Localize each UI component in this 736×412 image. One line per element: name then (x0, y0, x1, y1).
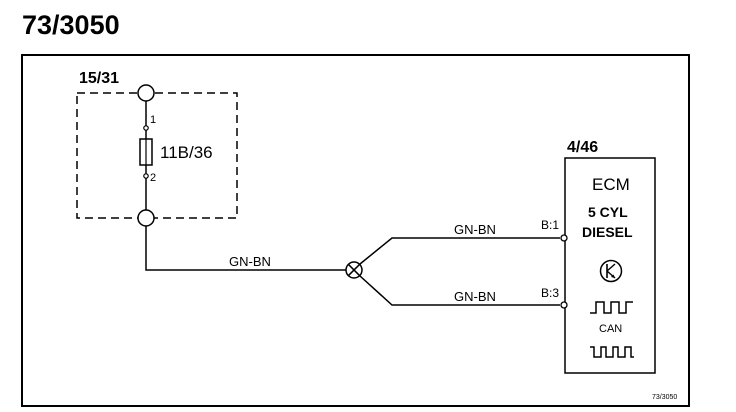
transistor-icon (599, 259, 623, 283)
ecm-line-1: 5 CYL (588, 204, 628, 220)
wire-lower (359, 275, 560, 306)
fuse-label: 11B/36 (160, 143, 213, 162)
ecm-ref: 4/46 (567, 139, 598, 156)
diagram-frame (21, 54, 690, 407)
fuse-pin-2-dot (143, 173, 149, 179)
corner-ref: 73/3050 (652, 394, 677, 401)
square-wave-icon (590, 301, 633, 314)
fuse-box-ref: 15/31 (79, 70, 119, 87)
fuse-pin-2-label: 2 (150, 172, 156, 184)
ecm-pin-b1-label: B:1 (541, 218, 559, 232)
wire-main-label: GN-BN (229, 254, 271, 269)
ecm-name: ECM (592, 175, 630, 194)
can-wave-icon (590, 346, 634, 358)
wire-upper-label: GN-BN (454, 222, 496, 237)
splice-cross-b (347, 263, 361, 277)
diagram-title: 73/3050 (22, 10, 120, 40)
fuse-pin-1-label: 1 (150, 114, 156, 126)
ecm-pin-b3 (560, 301, 568, 309)
wire-lower-label: GN-BN (454, 289, 496, 304)
ecm-pin-b3-label: B:3 (541, 286, 559, 300)
wire-main (145, 226, 346, 271)
fuse-box-top-terminal (137, 84, 155, 102)
ecm-can-label: CAN (599, 323, 622, 335)
ecm-line-2: DIESEL (582, 224, 633, 240)
wire-upper (359, 237, 560, 265)
fuse-box-bottom-terminal (137, 209, 155, 227)
ecm-pin-b1 (560, 234, 568, 242)
fuse-pin-1-dot (143, 125, 149, 131)
fuse-box-outline (76, 92, 238, 219)
